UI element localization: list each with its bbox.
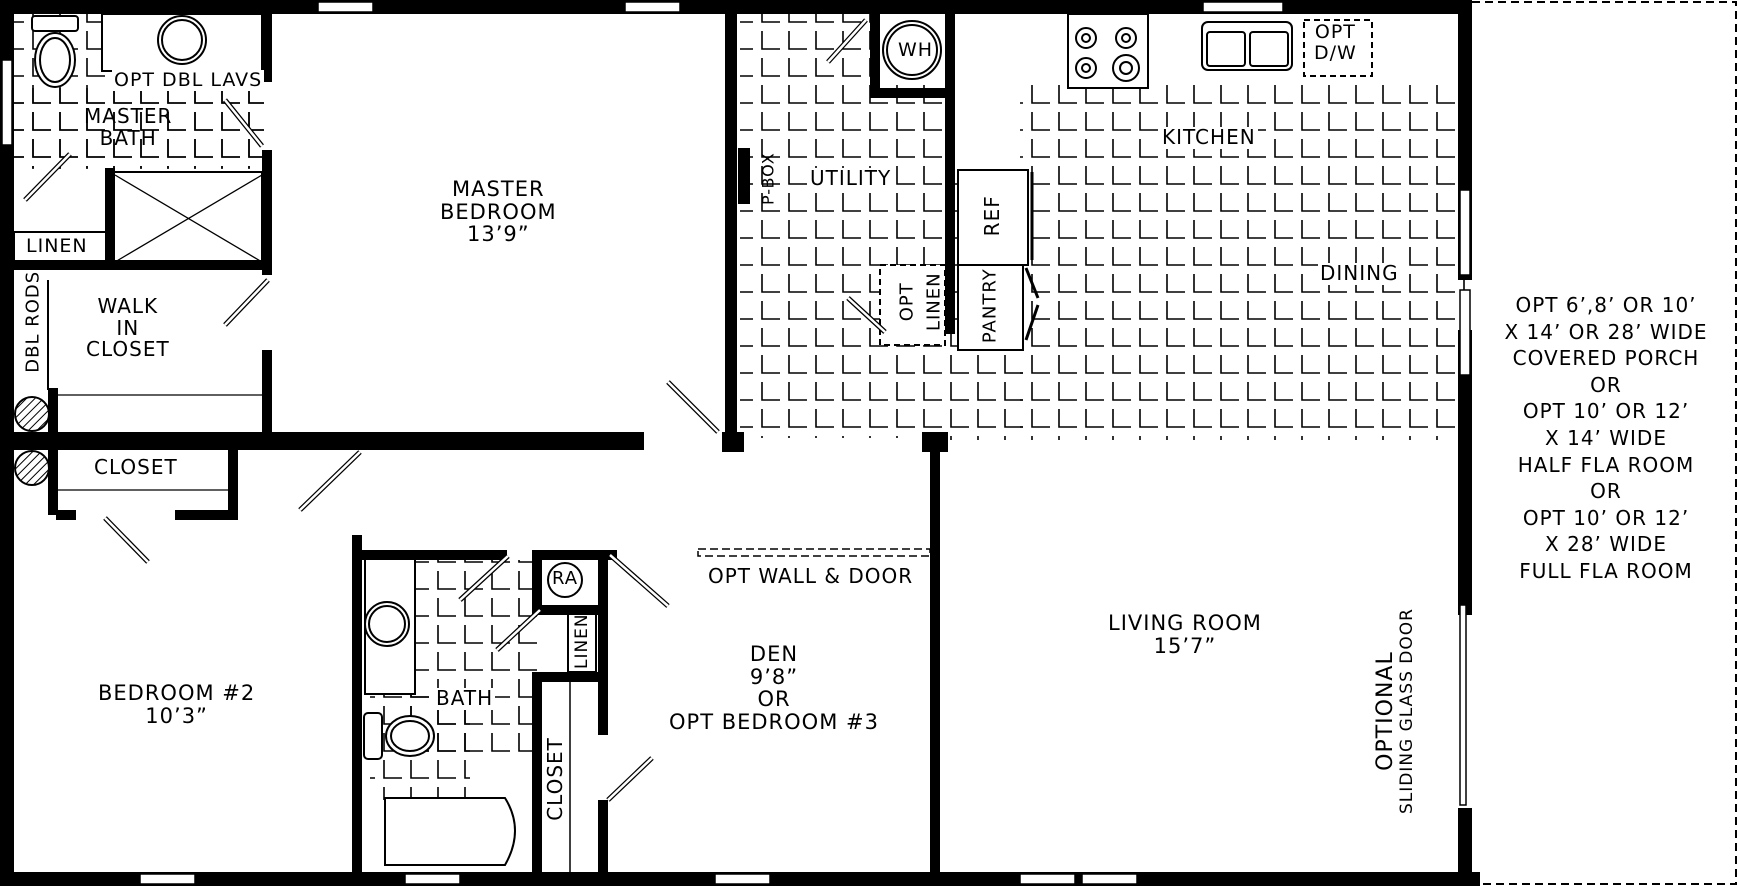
dishwasher-outline xyxy=(1303,19,1373,77)
label-bath: BATH xyxy=(434,686,496,710)
label-dining: DINING xyxy=(1318,261,1401,285)
shower xyxy=(114,174,263,263)
label-closet-bed2: CLOSET xyxy=(94,455,178,479)
wic-line3: CLOSET xyxy=(86,337,170,362)
label-dbl-rods: DBL RODS xyxy=(22,270,44,373)
porch-line: X 28’ WIDE xyxy=(1545,532,1667,557)
wic-line1: WALK xyxy=(97,294,159,318)
porch-line: OPT 10’ OR 12’ xyxy=(1522,505,1690,530)
bathtub-icon xyxy=(384,797,516,866)
label-pantry: PANTRY xyxy=(979,268,1001,344)
interior-walls xyxy=(14,0,955,877)
range-icon xyxy=(1067,13,1149,89)
master-bath-line2: BATH xyxy=(99,125,157,150)
porch-outline xyxy=(1472,1,1737,885)
label-opt-dw: OPT D/W xyxy=(1314,22,1357,63)
pbox-icon xyxy=(738,148,750,204)
kitchen-sink-icon xyxy=(1201,21,1293,71)
porch-line: X 14’ OR 28’ WIDE xyxy=(1504,319,1708,344)
porch-line: OPT 10’ OR 12’ xyxy=(1522,399,1690,424)
label-walk-in-closet: WALK IN CLOSET xyxy=(86,294,170,362)
label-opt-wall-door: OPT WALL & DOOR xyxy=(708,564,914,588)
label-ra: RA xyxy=(552,568,579,589)
water-heater-icon xyxy=(882,20,942,80)
bedroom2-line1: BEDROOM #2 xyxy=(98,681,256,705)
dw-line2: D/W xyxy=(1314,41,1357,64)
label-opt-linen-2: LINEN xyxy=(923,272,945,332)
wic-line2: IN xyxy=(116,315,140,340)
bedroom2-size: 10’3” xyxy=(145,703,208,728)
label-kitchen: KITCHEN xyxy=(1160,125,1258,149)
master-bedroom-size: 13’9” xyxy=(466,222,530,247)
porch-line: X 14’ WIDE xyxy=(1545,425,1667,450)
bath-sink-icon xyxy=(364,601,410,647)
label-water-heater: WH xyxy=(898,39,934,61)
sink-icon xyxy=(157,15,207,65)
porch-line: HALF FLA ROOM xyxy=(1517,452,1695,477)
den-line1: DEN xyxy=(749,642,799,666)
label-porch-options: OPT 6’,8’ OR 10’ X 14’ OR 28’ WIDE COVER… xyxy=(1476,292,1736,585)
porch-line: OPT 6’,8’ OR 10’ xyxy=(1515,293,1697,317)
opt-wall-outline xyxy=(697,548,931,557)
den-line4: OPT BEDROOM #3 xyxy=(669,710,879,735)
master-bath-line1: MASTER xyxy=(84,104,173,128)
label-ref: REF xyxy=(980,195,1005,237)
label-den: DEN 9’8” OR OPT BEDROOM #3 xyxy=(658,643,890,734)
doors-inner xyxy=(24,19,886,801)
label-bath-closet: CLOSET xyxy=(543,737,568,821)
opt-linen-outline xyxy=(879,264,946,346)
den-size: 9’8” xyxy=(749,664,799,689)
sliding-line1: OPTIONAL xyxy=(1372,651,1398,771)
porch-line: OR xyxy=(1590,479,1622,504)
porch-line: COVERED PORCH xyxy=(1512,346,1700,371)
label-utility: UTILITY xyxy=(808,166,894,190)
den-or: OR xyxy=(757,687,791,712)
toilet-icon xyxy=(31,15,79,88)
master-bedroom-line1: MASTER xyxy=(452,177,545,201)
label-opt-dbl-lavs: OPT DBL LAVS xyxy=(112,69,265,91)
master-bedroom-line2: BEDROOM xyxy=(440,199,557,224)
bath-toilet-icon xyxy=(363,712,435,760)
porch-line: OR xyxy=(1590,372,1622,397)
ra-circle xyxy=(547,562,583,598)
sliding-line2: SLIDING GLASS DOOR xyxy=(1396,608,1417,815)
label-master-bath: MASTER BATH xyxy=(84,104,173,150)
label-sliding-door: OPTIONAL SLIDING GLASS DOOR xyxy=(1372,606,1417,816)
label-opt-linen-1: OPT xyxy=(896,282,918,322)
porch-line: FULL FLA ROOM xyxy=(1519,558,1693,583)
label-pbox: P-BOX xyxy=(758,152,778,206)
label-master-linen: LINEN xyxy=(26,235,88,257)
hatched-column-icon xyxy=(14,396,50,486)
windows xyxy=(1,1,1471,885)
living-room-size: 15’7” xyxy=(1153,633,1217,658)
label-master-bedroom: MASTER BEDROOM 13’9” xyxy=(440,178,557,246)
label-living-room: LIVING ROOM 15’7” xyxy=(1108,612,1262,657)
living-room-line1: LIVING ROOM xyxy=(1108,611,1262,635)
dw-line1: OPT xyxy=(1314,21,1356,43)
label-bath-linen: LINEN xyxy=(571,613,592,670)
label-bedroom2: BEDROOM #2 10’3” xyxy=(98,682,255,727)
